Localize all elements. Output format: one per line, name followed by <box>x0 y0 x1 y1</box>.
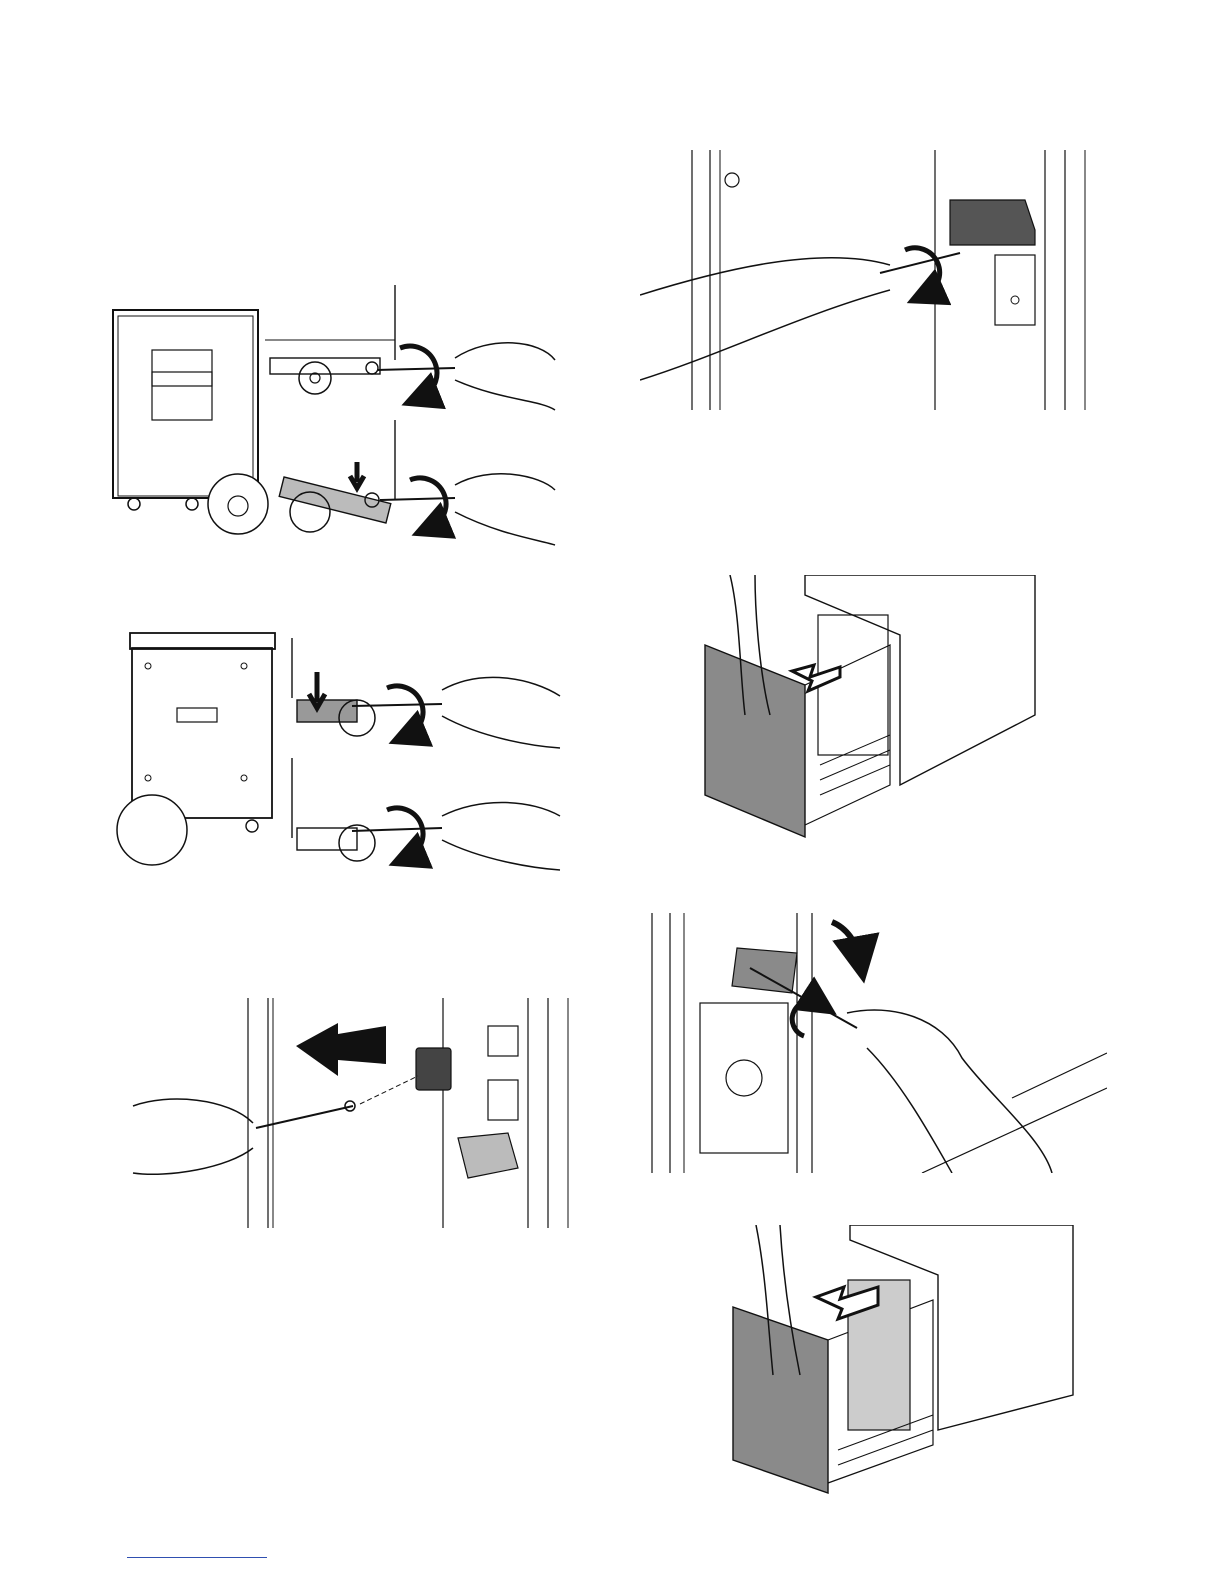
figure-remove-front-bracket-screw <box>640 145 1100 410</box>
upper-caster-detail <box>265 285 555 410</box>
remove-rail-stopper-screw-illustration <box>632 908 1107 1173</box>
figure-caster-adjust-rear <box>112 628 572 873</box>
figure-caster-adjust-front <box>110 280 570 550</box>
rear-upper-detail <box>292 638 560 748</box>
caster-adjust-rear-illustration <box>112 628 572 873</box>
remove-connector-cover-illustration <box>128 998 578 1228</box>
caster-adjust-front-illustration <box>110 280 570 550</box>
figure-pull-out-tray <box>700 575 1040 840</box>
remove-front-bracket-screw-illustration <box>640 145 1100 410</box>
figure-remove-rail-stopper-screw <box>632 908 1107 1173</box>
figure-pull-out-tray-assembly <box>728 1225 1078 1495</box>
pull-out-tray-illustration <box>700 575 1040 840</box>
lower-caster-detail <box>279 420 555 545</box>
pull-out-tray-assembly-illustration <box>728 1225 1078 1495</box>
figure-remove-connector-cover <box>128 998 578 1228</box>
rear-lower-detail <box>292 758 560 870</box>
removal-arrow-icon <box>296 1023 386 1076</box>
footer-rule <box>127 1557 267 1558</box>
